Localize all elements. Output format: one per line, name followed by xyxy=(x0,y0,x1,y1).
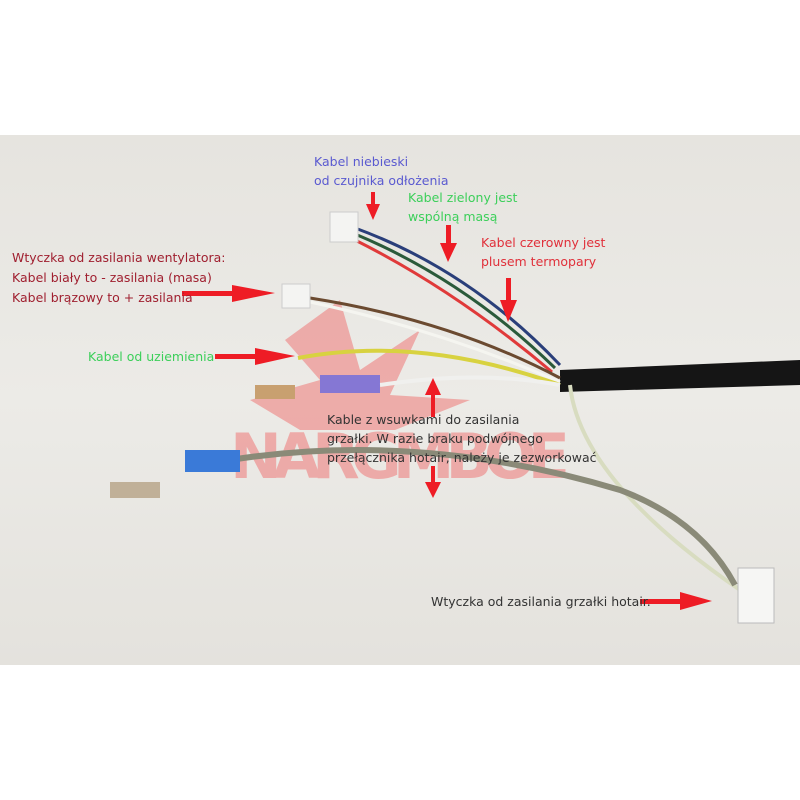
heater-spade-sleeve-2 xyxy=(185,450,240,472)
label-line: przełącznika hotair, należy je zezworkow… xyxy=(327,450,597,465)
label-line: Kabel brązowy to + zasilania xyxy=(12,290,193,305)
arrow-heater-up xyxy=(425,378,441,417)
watermark: NARGMBOE xyxy=(230,300,570,493)
arrow-green xyxy=(440,225,457,262)
arrow-red xyxy=(500,278,517,322)
label-line: grzałki. W razie braku podwójnego xyxy=(327,431,543,446)
label-line: Kabel biały to - zasilania (masa) xyxy=(12,270,212,285)
sensor-connector xyxy=(329,211,359,243)
spade-terminal-1 xyxy=(255,385,295,399)
cable-sheath xyxy=(560,360,800,392)
label-line: plusem termopary xyxy=(481,254,597,269)
arrow-fan xyxy=(182,285,275,302)
label-line: Kabel niebieski xyxy=(314,154,409,169)
annotation-arrows xyxy=(182,192,712,610)
label-blue-cable: Kabel niebieski od czujnika odłożenia xyxy=(314,152,449,190)
label-heater-connectors: Kable z wsuwkami do zasilania grzałki. W… xyxy=(327,410,597,467)
heater-spade-sleeve-1 xyxy=(320,375,380,393)
label-line: od czujnika odłożenia xyxy=(314,173,449,188)
photo-background xyxy=(0,135,800,665)
spade-terminal-2 xyxy=(110,482,160,498)
svg-text:NARGMBOE: NARGMBOE xyxy=(230,420,570,493)
label-line: wspólną masą xyxy=(408,209,498,224)
label-heater-plug: Wtyczka od zasilania grzałki hotair. xyxy=(431,594,651,609)
label-line: Wtyczka od zasilania wentylatora: xyxy=(12,250,226,265)
label-red-cable: Kabel czerowny jest plusem termopary xyxy=(481,233,605,271)
label-line: Kable z wsuwkami do zasilania xyxy=(327,412,520,427)
label-ground: Kabel od uziemienia xyxy=(88,349,215,364)
wires xyxy=(229,226,742,592)
label-line: Kabel zielony jest xyxy=(408,190,518,205)
arrow-heater-down xyxy=(425,466,441,498)
arrow-blue xyxy=(366,192,380,220)
label-line: Kabel czerowny jest xyxy=(481,235,606,250)
connectors xyxy=(110,211,775,624)
label-green-cable: Kabel zielony jest wspólną masą xyxy=(408,188,517,226)
label-fan-plug: Wtyczka od zasilania wentylatora: Kabel … xyxy=(12,248,226,308)
arrow-ground xyxy=(215,348,295,365)
arrow-heater-plug xyxy=(640,592,712,610)
fan-connector xyxy=(281,283,311,309)
heater-plug xyxy=(737,567,775,624)
